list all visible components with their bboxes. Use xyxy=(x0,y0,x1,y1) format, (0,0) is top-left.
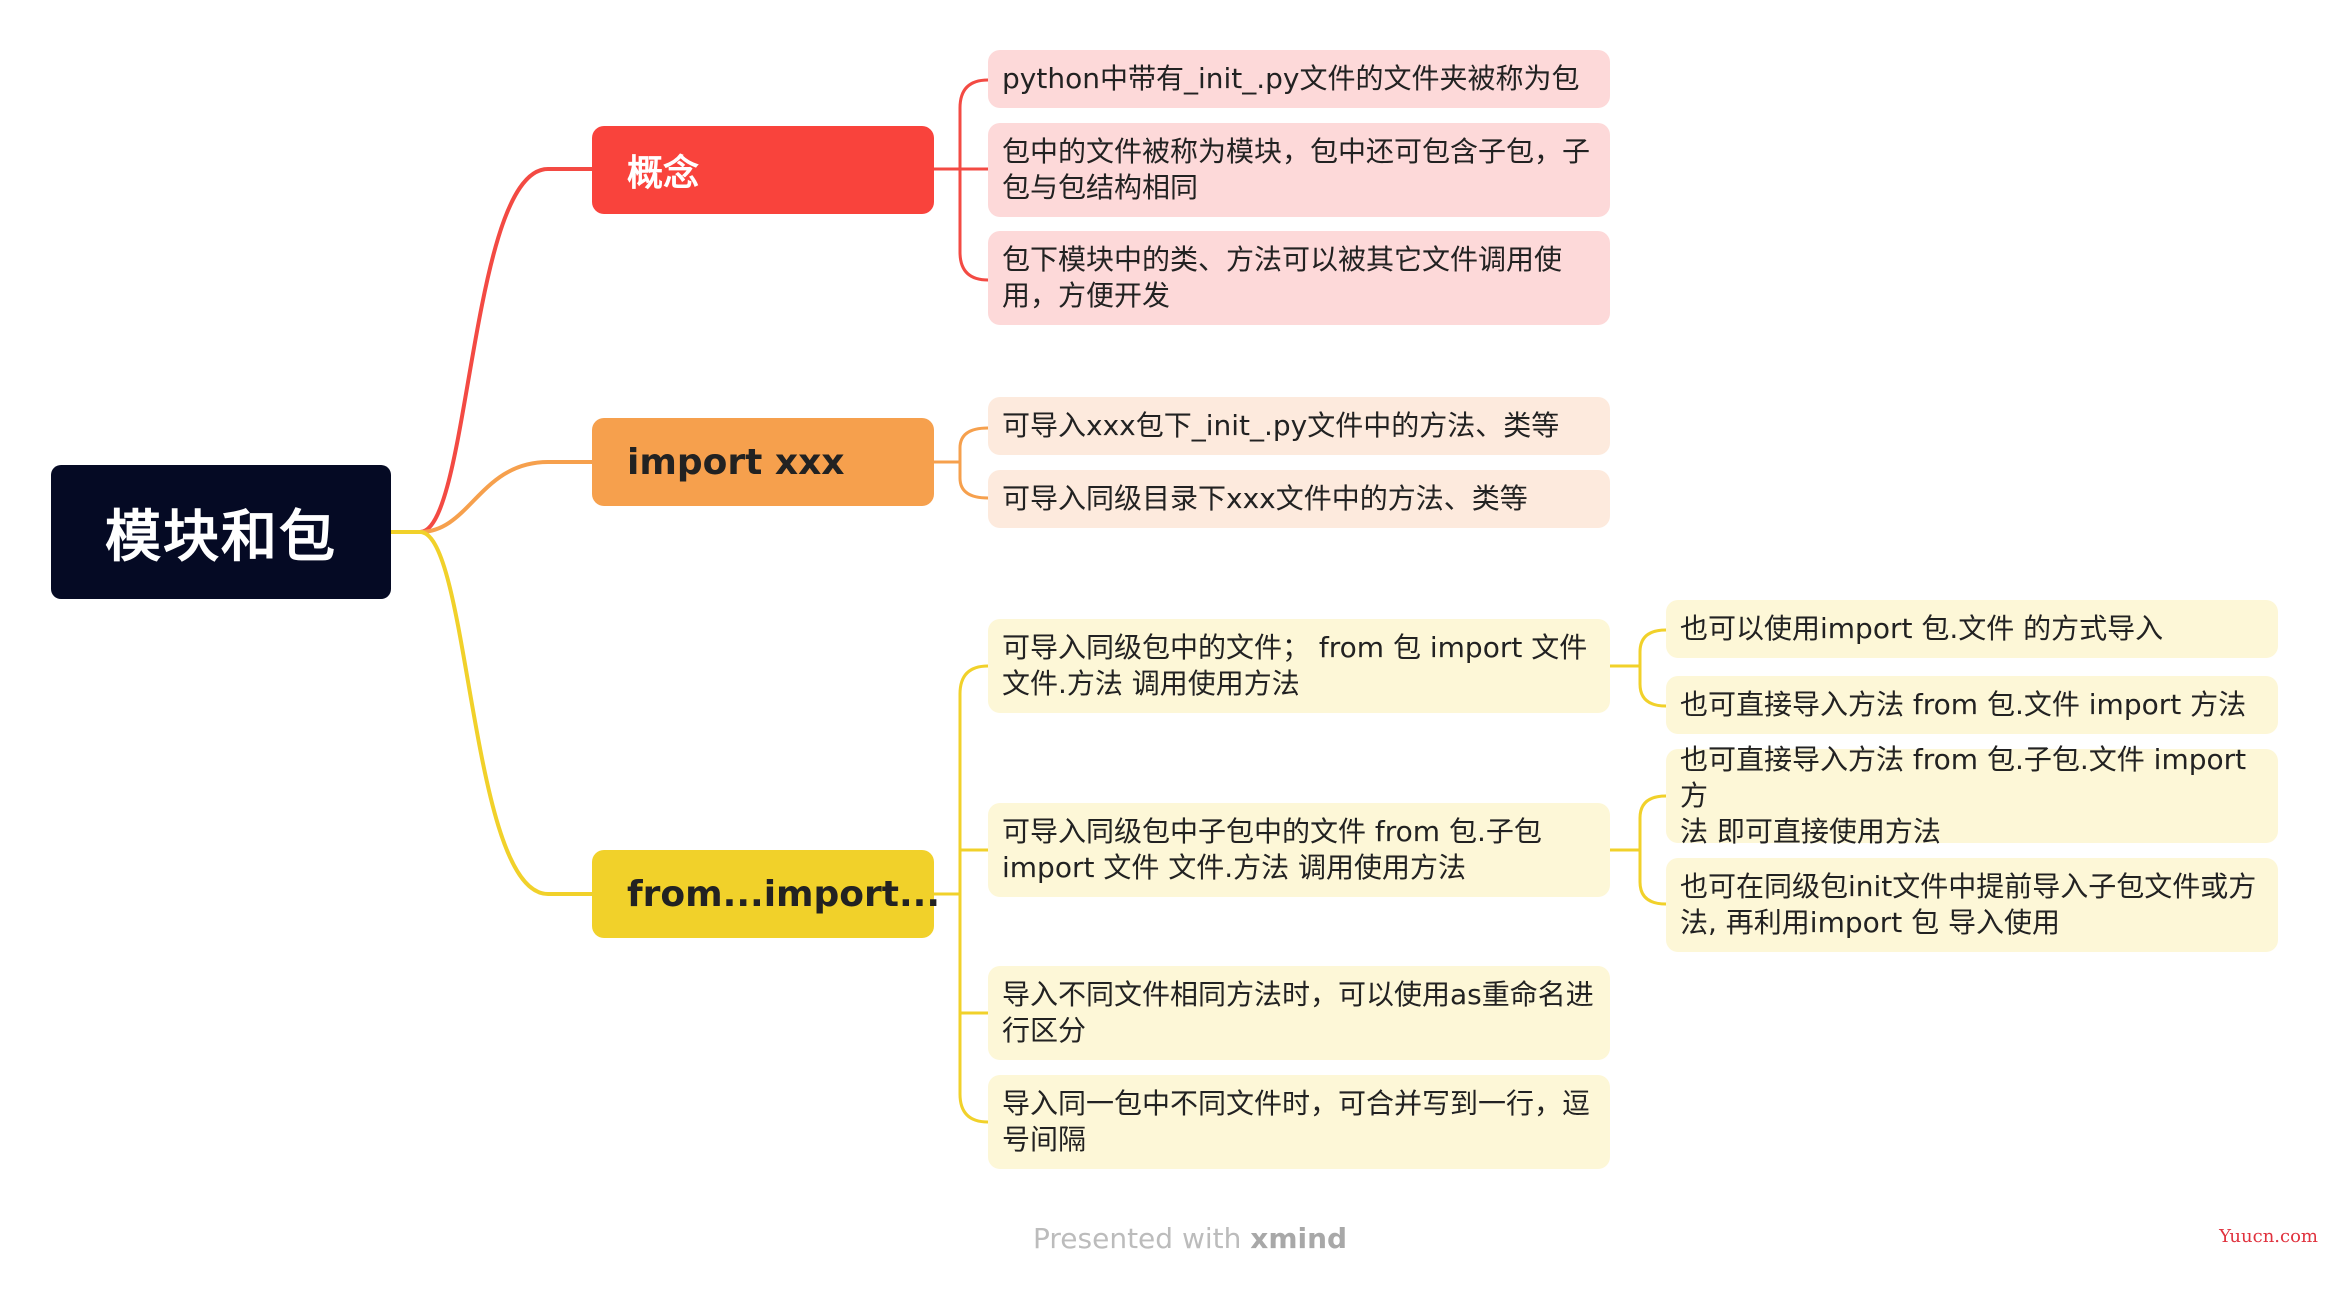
leaf-line: 包与包结构相同 xyxy=(1002,171,1199,204)
xmind-brand: xmind xyxy=(1250,1222,1348,1255)
leaf-line: 包下模块中的类、方法可以被其它文件调用使 xyxy=(1002,243,1563,276)
leaf-import-2[interactable]: 可导入同级目录下xxx文件中的方法、类等 xyxy=(988,470,1610,528)
leaf-line: 可导入同级包中子包中的文件 from 包.子包 xyxy=(1002,815,1542,848)
presented-with-footer: Presented with xmind xyxy=(1033,1222,1347,1255)
leaf-import-1[interactable]: 可导入xxx包下_init_.py文件中的方法、类等 xyxy=(988,397,1610,455)
leaf-line: 法, 再利用import 包 导入使用 xyxy=(1680,906,2061,939)
leaf-line: import 文件 文件.方法 调用使用方法 xyxy=(1002,851,1467,884)
branch-from-import[interactable]: from...import... xyxy=(592,850,940,938)
leaf-from-1[interactable]: 可导入同级包中的文件； from 包 import 文件文件.方法 调用使用方法 xyxy=(988,619,1610,713)
branch-from-import-label: from...import... xyxy=(627,873,941,915)
leaf-line: 可导入同级目录下xxx文件中的方法、类等 xyxy=(1002,482,1528,515)
footer-prefix: Presented with xyxy=(1033,1222,1251,1255)
root-label: 模块和包 xyxy=(105,504,337,570)
leaf-line: 也可以使用import 包.文件 的方式导入 xyxy=(1680,612,2164,645)
watermark: Yuucn.com xyxy=(2219,1226,2318,1247)
leaf-line: 包中的文件被称为模块，包中还可包含子包，子 xyxy=(1002,135,1591,168)
subleaf-from-1-2[interactable]: 也可直接导入方法 from 包.文件 import 方法 xyxy=(1666,676,2278,734)
subleaf-from-2-2[interactable]: 也可在同级包init文件中提前导入子包文件或方法, 再利用import 包 导入… xyxy=(1666,858,2278,952)
leaf-from-3[interactable]: 导入不同文件相同方法时，可以使用as重命名进行区分 xyxy=(988,966,1610,1060)
connector-root-import xyxy=(419,460,592,534)
branch-import[interactable]: import xxx xyxy=(592,418,934,506)
leaf-line: 导入同一包中不同文件时，可合并写到一行，逗 xyxy=(1002,1087,1591,1120)
leaf-line: 可导入xxx包下_init_.py文件中的方法、类等 xyxy=(1002,409,1560,442)
bracket-import xyxy=(934,426,989,500)
subleaf-from-1-1[interactable]: 也可以使用import 包.文件 的方式导入 xyxy=(1666,600,2278,658)
connector-root-from xyxy=(391,530,592,896)
leaf-line: 可导入同级包中的文件； from 包 import 文件 xyxy=(1002,631,1588,664)
bracket-from-sub1 xyxy=(1610,628,1667,708)
leaf-line: 导入不同文件相同方法时，可以使用as重命名进 xyxy=(1002,978,1594,1011)
bracket-from xyxy=(934,664,989,1124)
leaf-line: python中带有_init_.py文件的文件夹被称为包 xyxy=(1002,62,1580,95)
leaf-concept-1[interactable]: python中带有_init_.py文件的文件夹被称为包 xyxy=(988,50,1610,108)
leaf-line: 也可直接导入方法 from 包.文件 import 方法 xyxy=(1680,688,2247,721)
root-node[interactable]: 模块和包 xyxy=(51,465,391,599)
branch-concept[interactable]: 概念 xyxy=(592,126,934,214)
branch-import-label: import xxx xyxy=(627,441,845,483)
bracket-concept xyxy=(934,78,989,282)
leaf-line: 用，方便开发 xyxy=(1002,279,1171,312)
leaf-concept-2[interactable]: 包中的文件被称为模块，包中还可包含子包，子包与包结构相同 xyxy=(988,123,1610,217)
leaf-concept-3[interactable]: 包下模块中的类、方法可以被其它文件调用使用，方便开发 xyxy=(988,231,1610,325)
connector-root-concept xyxy=(419,167,592,534)
leaf-line: 行区分 xyxy=(1002,1014,1087,1047)
leaf-line: 文件.方法 调用使用方法 xyxy=(1002,667,1300,700)
leaf-line: 法 即可直接使用方法 xyxy=(1680,815,1941,848)
branch-concept-label: 概念 xyxy=(627,153,700,194)
leaf-line: 也可直接导入方法 from 包.子包.文件 import 方 xyxy=(1680,743,2247,812)
leaf-line: 也可在同级包init文件中提前导入子包文件或方 xyxy=(1680,870,2257,903)
subleaf-from-2-1[interactable]: 也可直接导入方法 from 包.子包.文件 import 方法 即可直接使用方法 xyxy=(1666,743,2278,848)
bracket-from-sub2 xyxy=(1610,794,1667,906)
leaf-from-4[interactable]: 导入同一包中不同文件时，可合并写到一行，逗号间隔 xyxy=(988,1075,1610,1169)
leaf-line: 号间隔 xyxy=(1002,1123,1087,1156)
